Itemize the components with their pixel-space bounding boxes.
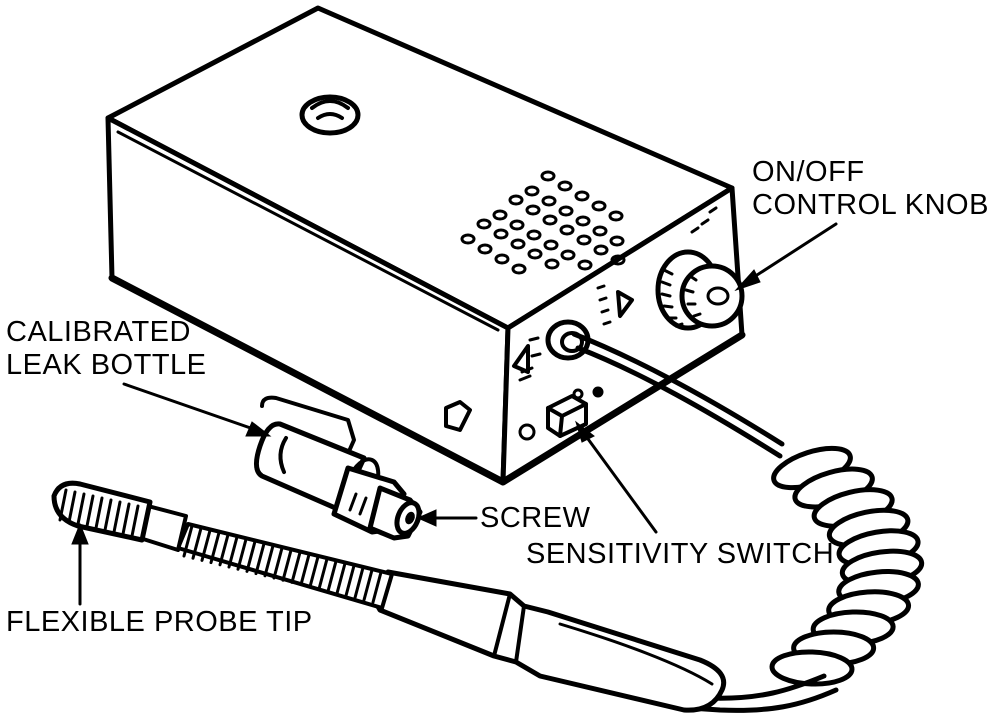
leader-line-switch — [575, 420, 658, 534]
screw-label: SCREW — [480, 502, 591, 534]
leader-line-screw — [416, 509, 478, 527]
leader-line-probe-tip — [71, 522, 89, 606]
speaker-grille-icon — [460, 170, 626, 275]
leak-bottle-label: CALIBRATED LEAK BOTTLE — [6, 316, 207, 382]
probe-tip-label: FLEXIBLE PROBE TIP — [6, 606, 313, 638]
leak-bottle-icon — [254, 395, 423, 541]
cable-socket — [545, 319, 591, 361]
sensitivity-switch-icon[interactable] — [546, 394, 588, 438]
coiled-cord — [571, 331, 925, 713]
on-off-knob-label-line1: ON/OFF — [752, 156, 865, 188]
on-off-knob-label-line2: CONTROL KNOB — [752, 189, 989, 221]
leak-bottle-label-line2: LEAK BOTTLE — [6, 349, 207, 381]
probe-icon — [51, 480, 727, 713]
front-panel-markings — [512, 206, 718, 441]
on-off-knob-icon[interactable] — [655, 249, 745, 331]
logo-icon — [299, 94, 361, 136]
sensitivity-switch-label: SENSITIVITY SWITCH — [526, 538, 835, 570]
on-off-knob-label: ON/OFF CONTROL KNOB — [752, 156, 989, 222]
leak-bottle-label-line1: CALIBRATED — [6, 316, 191, 348]
leader-line-knob — [734, 222, 838, 292]
leader-line-bottle — [122, 382, 272, 437]
